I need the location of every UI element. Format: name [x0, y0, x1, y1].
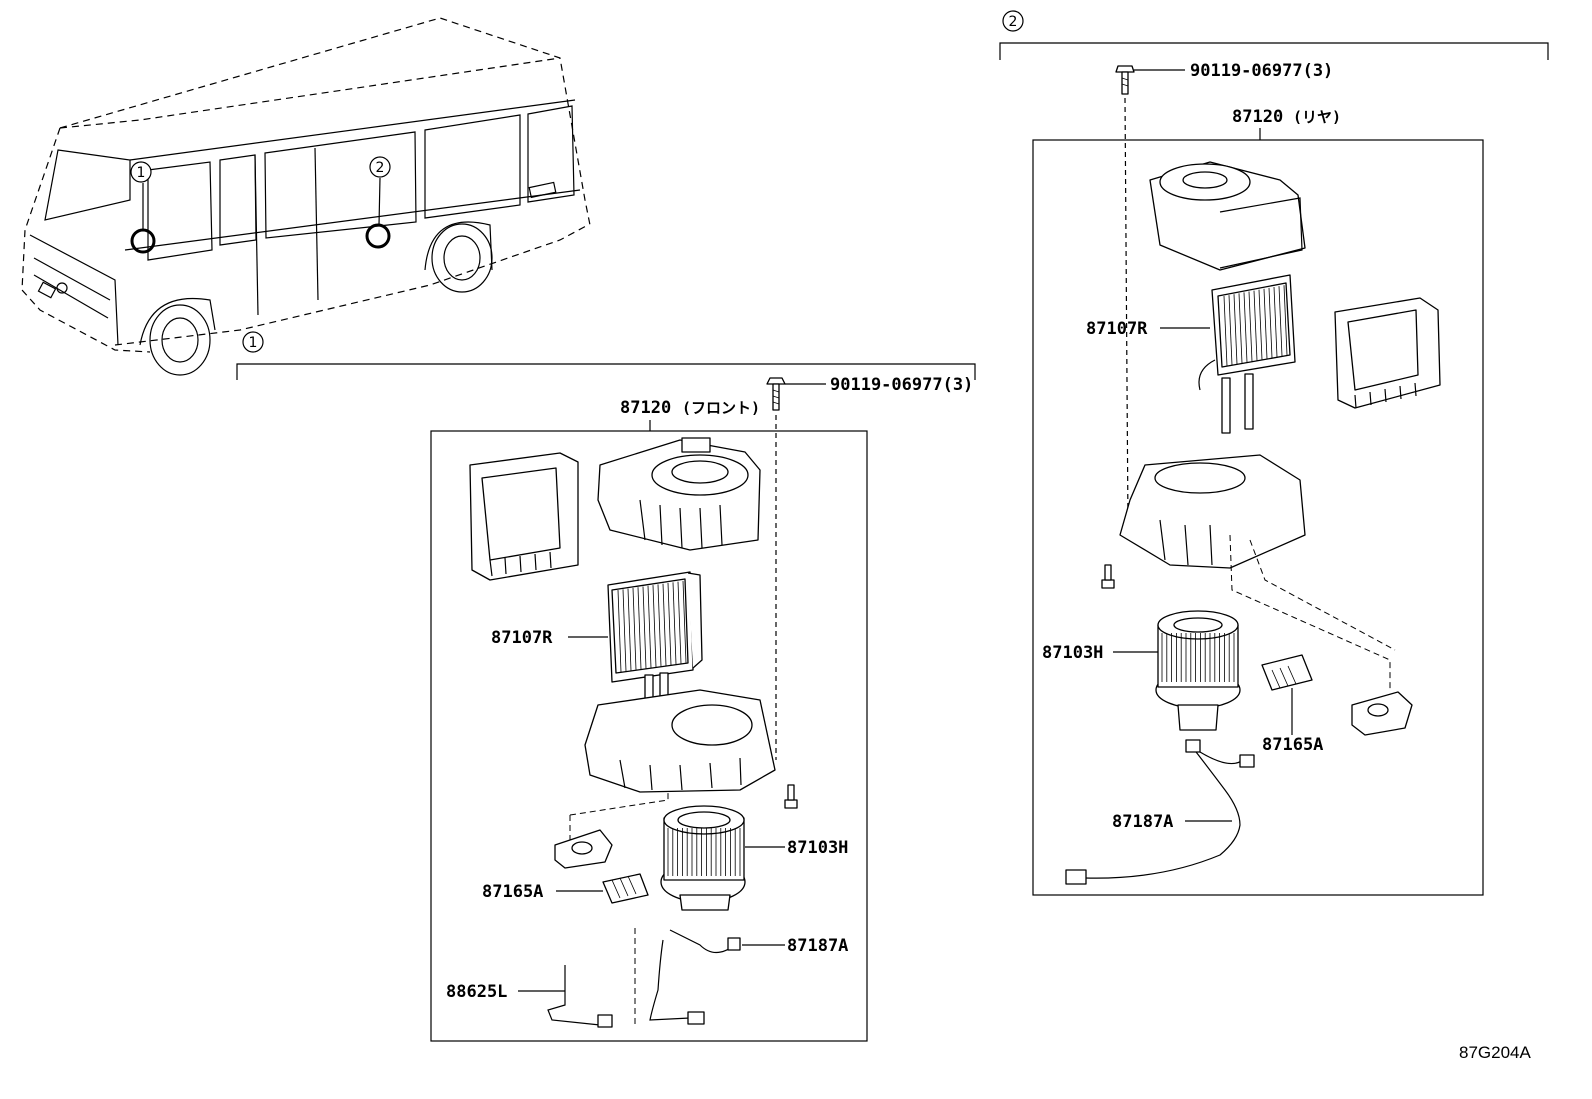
front-blower-motor-label: 87103H	[787, 838, 848, 858]
front-blower-case-upper	[597, 437, 761, 551]
front-sensor-label: 88625L	[446, 982, 507, 1002]
callout-1-section: 1	[242, 331, 264, 353]
rear-assembly-note: (リヤ)	[1293, 108, 1341, 126]
front-blower-motor	[660, 805, 746, 911]
front-servo-motor	[554, 829, 613, 869]
rear-blower-motor	[1155, 610, 1241, 731]
svg-text:1: 1	[137, 165, 146, 181]
front-blower-case-lower	[584, 689, 776, 793]
front-assembly-part-number: 87120	[620, 398, 671, 418]
front-screw-icon	[784, 784, 798, 809]
rear-blower-case-upper	[1149, 161, 1306, 271]
rear-blower-case-lower	[1119, 454, 1306, 569]
svg-text:1: 1	[249, 335, 258, 351]
rear-screw-icon	[1101, 564, 1115, 589]
location-marker-rear	[365, 223, 391, 249]
location-marker-front	[130, 228, 156, 254]
rear-bolt-label: 90119-06977(3)	[1190, 61, 1333, 81]
front-assembly-note: (フロント)	[682, 399, 760, 417]
front-wire-harness	[649, 929, 741, 1025]
rear-bolt-icon	[1115, 65, 1135, 95]
front-wire-label: 87187A	[787, 936, 848, 956]
rear-air-filter-case	[1334, 297, 1441, 409]
callout-2-vehicle: 2	[369, 156, 391, 178]
rear-evaporator-label: 87107R	[1086, 319, 1148, 339]
rear-section-bracket	[999, 42, 1549, 60]
rear-assembly-box	[1032, 139, 1484, 896]
rear-servo-motor	[1351, 691, 1413, 736]
rear-resistor-label: 87165A	[1262, 735, 1323, 755]
rear-blower-motor-label: 87103H	[1042, 643, 1103, 663]
svg-text:2: 2	[376, 160, 385, 176]
front-bolt-icon	[766, 377, 786, 411]
svg-text:2: 2	[1009, 14, 1018, 30]
front-air-filter-case	[469, 452, 579, 581]
rear-wire-harness	[1065, 739, 1255, 885]
rear-wire-label: 87187A	[1112, 812, 1173, 832]
callout-2-section: 2	[1002, 10, 1024, 32]
front-section-bracket	[236, 363, 976, 380]
rear-assembly-part-number: 87120	[1232, 107, 1283, 127]
front-blower-resistor	[602, 873, 649, 904]
front-thermistor	[547, 965, 613, 1028]
rear-blower-resistor	[1261, 654, 1313, 691]
figure-code: 87G204A	[1459, 1043, 1531, 1062]
front-assembly-box	[430, 430, 868, 1042]
vehicle-illustration	[21, 17, 591, 376]
front-evaporator-core	[607, 571, 703, 701]
callout-1-vehicle: 1	[130, 161, 152, 183]
rear-evaporator-core	[1198, 274, 1296, 434]
front-resistor-label: 87165A	[482, 882, 543, 902]
front-evaporator-label: 87107R	[491, 628, 553, 648]
front-bolt-label: 90119-06977(3)	[830, 375, 973, 395]
